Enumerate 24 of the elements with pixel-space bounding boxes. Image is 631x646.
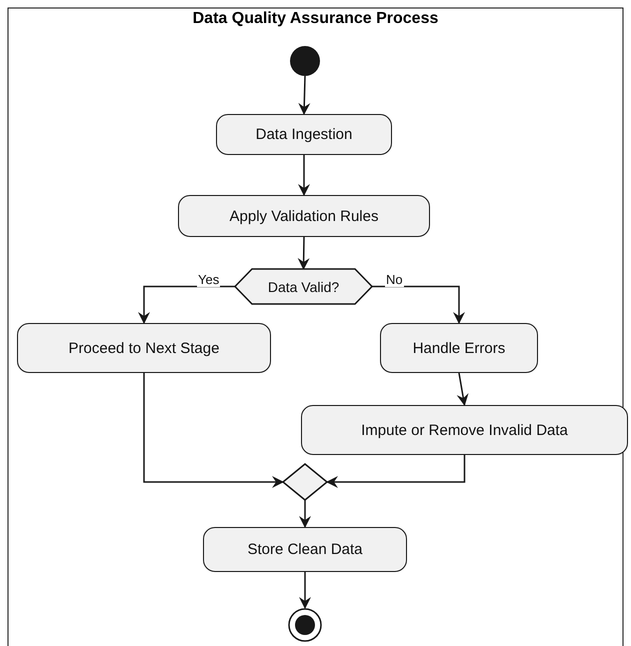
- arrow: [298, 236, 310, 270]
- activity-box: Apply Validation Rules: [178, 195, 430, 237]
- edge-label: No: [385, 272, 404, 287]
- start-node: [290, 46, 320, 76]
- merge-diamond: [283, 464, 327, 500]
- arrow: [299, 500, 311, 528]
- decision-text: Data Valid?: [268, 278, 340, 294]
- arrow: [372, 286, 465, 324]
- end-node: [288, 608, 322, 642]
- arrow: [326, 455, 466, 488]
- activity-box: Impute or Remove Invalid Data: [301, 405, 628, 455]
- activity-box: Handle Errors: [380, 323, 538, 373]
- arrow: [138, 286, 235, 324]
- arrow: [456, 372, 469, 406]
- diagram-title: Data Quality Assurance Process: [192, 10, 440, 28]
- arrow: [298, 76, 310, 115]
- edge-label: Yes: [197, 272, 220, 287]
- activity-box: Store Clean Data: [203, 527, 407, 572]
- activity-box: Proceed to Next Stage: [17, 323, 271, 373]
- decision-hexagon: [235, 269, 372, 304]
- arrow: [298, 155, 310, 196]
- activity-box: Data Ingestion: [216, 114, 392, 155]
- arrow: [299, 572, 311, 609]
- arrow: [143, 373, 284, 488]
